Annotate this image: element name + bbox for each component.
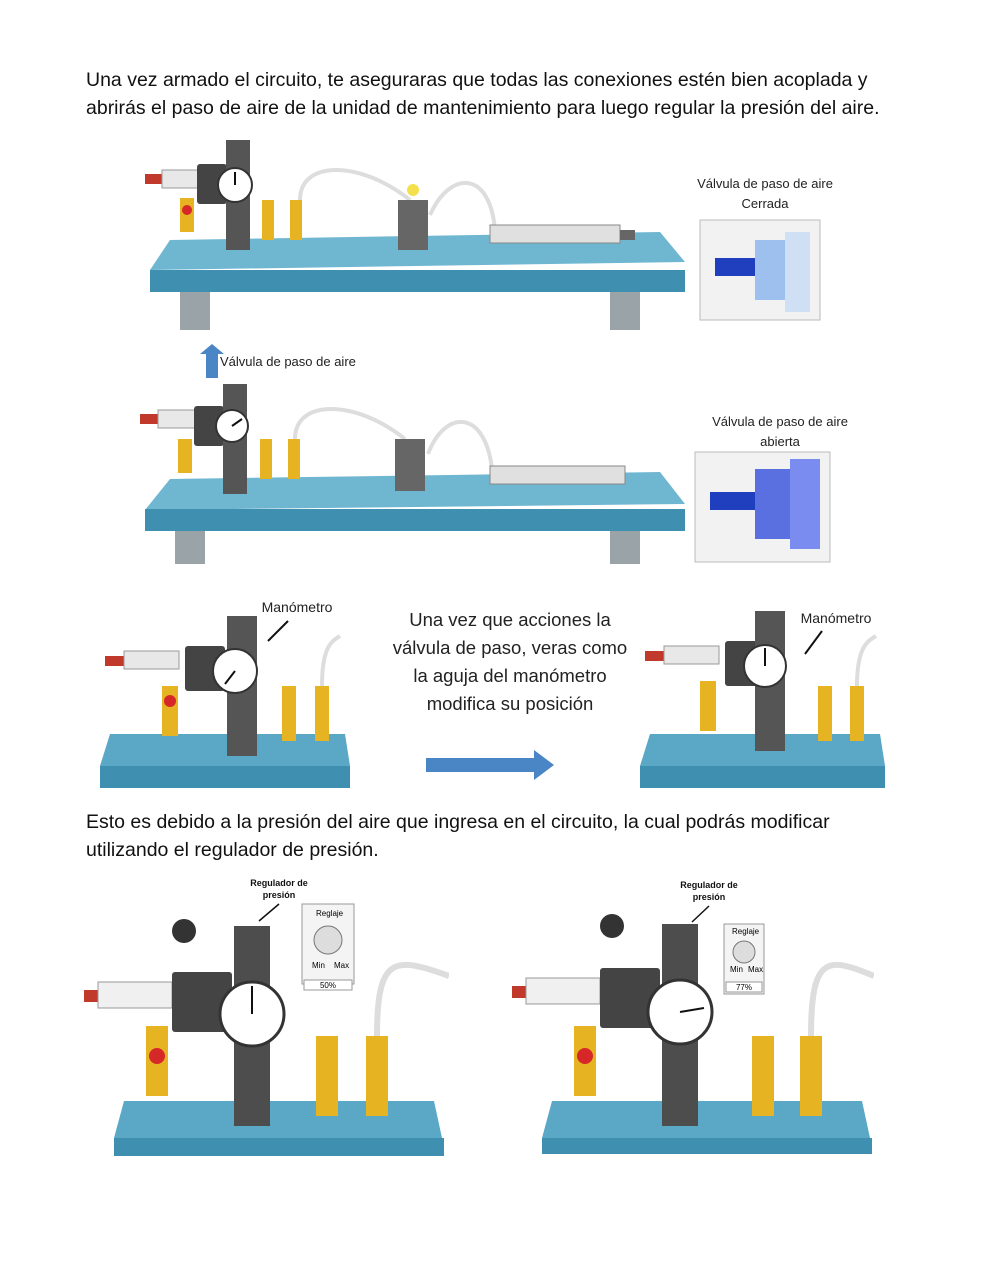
figure-valve-open: Válvula de paso de aire Válvula de paso … bbox=[140, 344, 848, 564]
closed-label-1: Válvula de paso de aire bbox=[697, 176, 833, 191]
manometer-caption: Una vez que acciones la válvula de paso,… bbox=[392, 609, 628, 714]
svg-text:Reglaje: Reglaje bbox=[316, 909, 344, 918]
table-leg bbox=[610, 290, 640, 330]
closed-label-2: Cerrada bbox=[742, 196, 790, 211]
svg-text:Min: Min bbox=[312, 961, 325, 970]
arrow-label: Válvula de paso de aire bbox=[220, 354, 356, 369]
svg-text:Min: Min bbox=[730, 965, 743, 974]
regulator-knob-icon[interactable] bbox=[313, 925, 343, 955]
figure-manometer-before: Manómetro bbox=[100, 599, 350, 788]
regulator-knob-icon[interactable] bbox=[732, 940, 756, 964]
figure-valve-closed: Válvula de paso de aire Cerrada bbox=[145, 140, 833, 330]
figure-regulator-50: Regulador de presión Reglaje Min Max 50% bbox=[84, 878, 449, 1156]
manometer-label-left: Manómetro bbox=[262, 599, 333, 615]
figure-regulator-77: Regulador de presión Reglaje Min Max 77% bbox=[512, 880, 874, 1154]
regulator-paragraph: Esto es debido a la presión del aire que… bbox=[86, 811, 830, 861]
regulator-title-2: presión bbox=[693, 892, 726, 902]
regulator-title-1: Regulador de bbox=[680, 880, 738, 890]
figure-manometer-after: Manómetro bbox=[640, 610, 885, 788]
table-front bbox=[150, 270, 685, 292]
open-label-2: abierta bbox=[760, 434, 801, 449]
svg-text:Max: Max bbox=[334, 961, 349, 970]
svg-text:Max: Max bbox=[748, 965, 763, 974]
table-leg bbox=[180, 290, 210, 330]
regulator-value: 77% bbox=[736, 983, 752, 992]
right-arrow-icon bbox=[426, 750, 554, 780]
manometer-label-right: Manómetro bbox=[801, 610, 872, 626]
open-label-1: Válvula de paso de aire bbox=[712, 414, 848, 429]
regulator-title-1: Regulador de bbox=[250, 878, 308, 888]
up-arrow-icon bbox=[200, 344, 224, 378]
intro-paragraph: Una vez armado el circuito, te asegurara… bbox=[86, 69, 880, 119]
regulator-title-2: presión bbox=[263, 890, 296, 900]
regulator-value: 50% bbox=[320, 981, 336, 990]
svg-text:Reglaje: Reglaje bbox=[732, 927, 760, 936]
